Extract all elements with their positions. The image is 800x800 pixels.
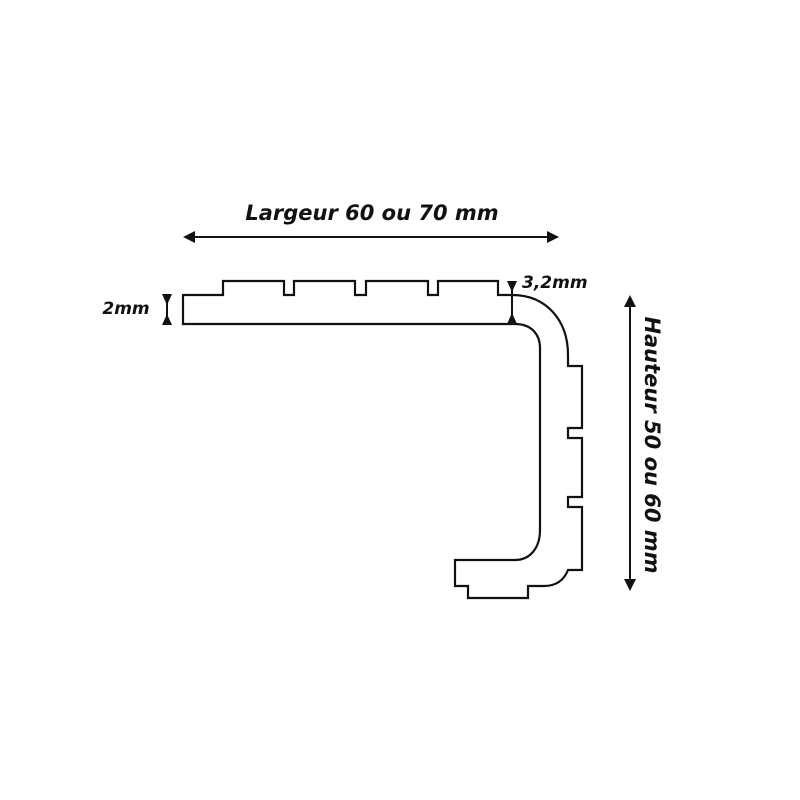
height-dimension-arrow — [624, 295, 636, 591]
width-dimension-arrow — [183, 231, 559, 243]
profile-outline — [181, 279, 584, 600]
nose-label: 3,2mm — [522, 273, 588, 293]
height-label: Hauteur 50 ou 60 mm — [640, 316, 664, 573]
thickness-label: 2mm — [102, 299, 149, 319]
width-label: Largeur 60 ou 70 mm — [245, 201, 498, 225]
thickness-dimension-marker — [162, 294, 172, 325]
nose-dimension-marker — [507, 281, 517, 324]
